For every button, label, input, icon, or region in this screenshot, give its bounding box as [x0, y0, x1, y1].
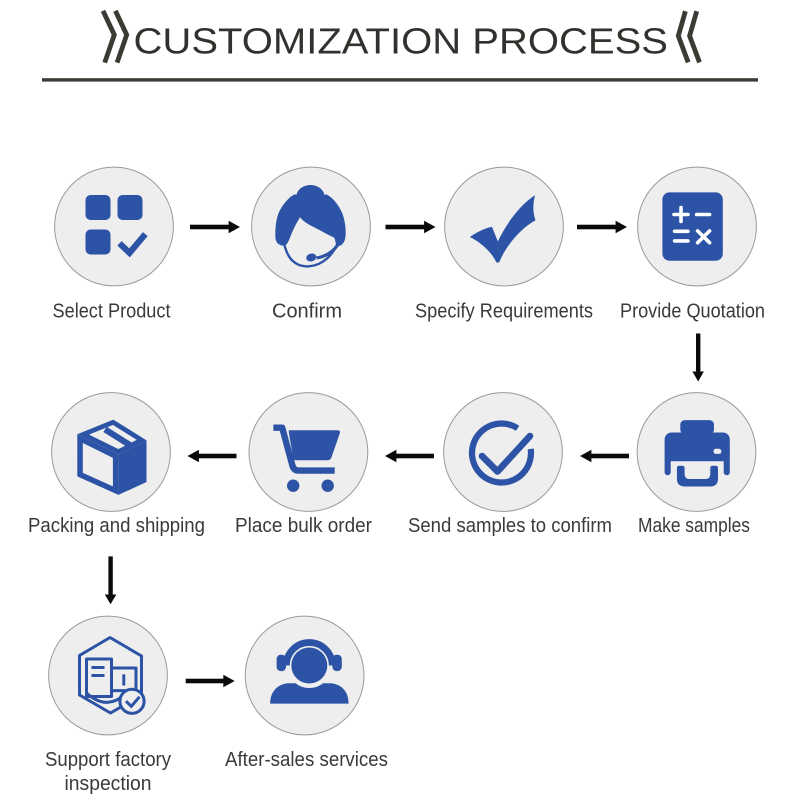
- svg-text:inspection: inspection: [65, 773, 152, 795]
- svg-text:Specify Requirements: Specify Requirements: [415, 301, 593, 323]
- svg-text:Place bulk order: Place bulk order: [235, 515, 372, 537]
- svg-text:Provide Quotation: Provide Quotation: [620, 301, 765, 323]
- svg-text:CUSTOMIZATION PROCESS: CUSTOMIZATION PROCESS: [134, 21, 669, 62]
- svg-text:Confirm: Confirm: [272, 301, 342, 323]
- svg-text:After-sales services: After-sales services: [225, 749, 388, 771]
- svg-text:Select Product: Select Product: [53, 301, 171, 323]
- svg-text:Support factory: Support factory: [45, 749, 171, 771]
- svg-text:Make samples: Make samples: [638, 515, 750, 537]
- svg-text:Send samples to confirm: Send samples to confirm: [408, 515, 612, 537]
- svg-text:Packing and shipping: Packing and shipping: [28, 515, 205, 537]
